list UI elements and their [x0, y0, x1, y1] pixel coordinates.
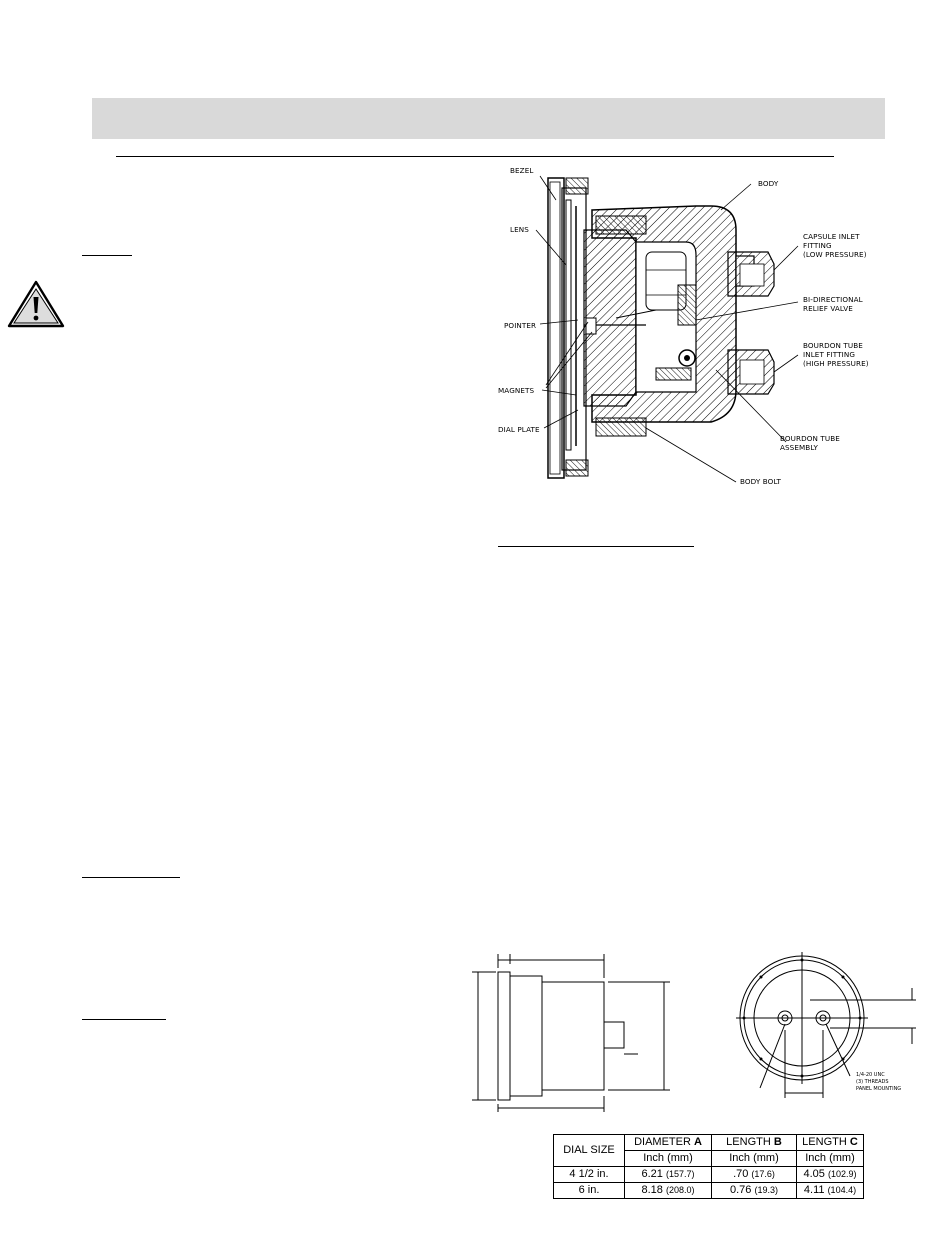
bourdon-assembly-label-2: ASSEMBLY — [780, 443, 818, 452]
capsule-inlet-label-3: (LOW PRESSURE) — [803, 250, 867, 259]
diameter-cell: 8.18 (208.0) — [624, 1182, 712, 1199]
length-b-cell: 0.76 (19.3) — [711, 1182, 797, 1199]
thread-note-1: 1/4-20 UNC — [856, 1072, 885, 1078]
body-label: BODY — [758, 179, 779, 188]
diameter-cell: 6.21 (157.7) — [624, 1166, 712, 1183]
capsule-inlet-label-1: CAPSULE INLET — [803, 232, 860, 241]
unit-header-b: Inch (mm) — [711, 1150, 797, 1167]
length-b-header: LENGTH B — [711, 1134, 797, 1151]
unit-header-a: Inch (mm) — [624, 1150, 712, 1167]
bourdon-inlet-label-3: (HIGH PRESSURE) — [803, 359, 869, 368]
length-c-header: LENGTH C — [796, 1134, 864, 1151]
body-bolt-label: BODY BOLT — [740, 477, 782, 486]
dial-size-cell: 4 1/2 in. — [553, 1166, 625, 1183]
bourdon-inlet-label-2: INLET FITTING — [803, 350, 855, 359]
section-header-bar — [92, 98, 885, 139]
bourdon-assembly-label-1: BOURDON TUBE — [780, 434, 840, 443]
table-row: 6 in. 8.18 (208.0) 0.76 (19.3) 4.11 (104… — [553, 1182, 864, 1199]
gauge-cross-section-drawing: BEZEL LENS POINTER MAGNETS DIAL PLATE BO… — [498, 166, 869, 486]
rear-view-dimension-drawing: 1/4-20 UNC (3) THREADS PANEL MOUNTING — [736, 952, 916, 1098]
thread-note-3: PANEL MOUNTING — [856, 1086, 901, 1092]
magnets-label: MAGNETS — [498, 386, 534, 395]
dial-size-header: DIAL SIZE — [553, 1134, 625, 1167]
dial-plate-label: DIAL PLATE — [498, 425, 540, 434]
side-view-dimension-drawing — [472, 954, 670, 1112]
diameter-a-header: DIAMETER A — [624, 1134, 712, 1151]
length-b-cell: .70 (17.6) — [711, 1166, 797, 1183]
bezel-label: BEZEL — [510, 166, 533, 175]
length-c-cell: 4.11 (104.4) — [796, 1182, 864, 1199]
table-row: 4 1/2 in. 6.21 (157.7) .70 (17.6) 4.05 (… — [553, 1166, 864, 1183]
warning-icon — [7, 280, 65, 328]
dimension-table: DIAL SIZE DIAMETER A LENGTH B LENGTH C I… — [553, 1134, 864, 1199]
figure-caption-underline — [498, 546, 694, 547]
heading-underline-3 — [82, 1019, 166, 1020]
relief-valve-label-1: BI-DIRECTIONAL — [803, 295, 863, 304]
heading-underline-2 — [82, 877, 180, 878]
relief-valve-label-2: RELIEF VALVE — [803, 304, 853, 313]
thread-note-2: (3) THREADS — [856, 1079, 889, 1085]
pointer-label: POINTER — [504, 321, 536, 330]
lens-label: LENS — [510, 225, 529, 234]
unit-header-c: Inch (mm) — [796, 1150, 864, 1167]
capsule-inlet-label-2: FITTING — [803, 241, 832, 250]
heading-underline-1 — [82, 255, 132, 256]
header-rule — [116, 156, 834, 157]
length-c-cell: 4.05 (102.9) — [796, 1166, 864, 1183]
bourdon-inlet-label-1: BOURDON TUBE — [803, 341, 863, 350]
dial-size-cell: 6 in. — [553, 1182, 625, 1199]
